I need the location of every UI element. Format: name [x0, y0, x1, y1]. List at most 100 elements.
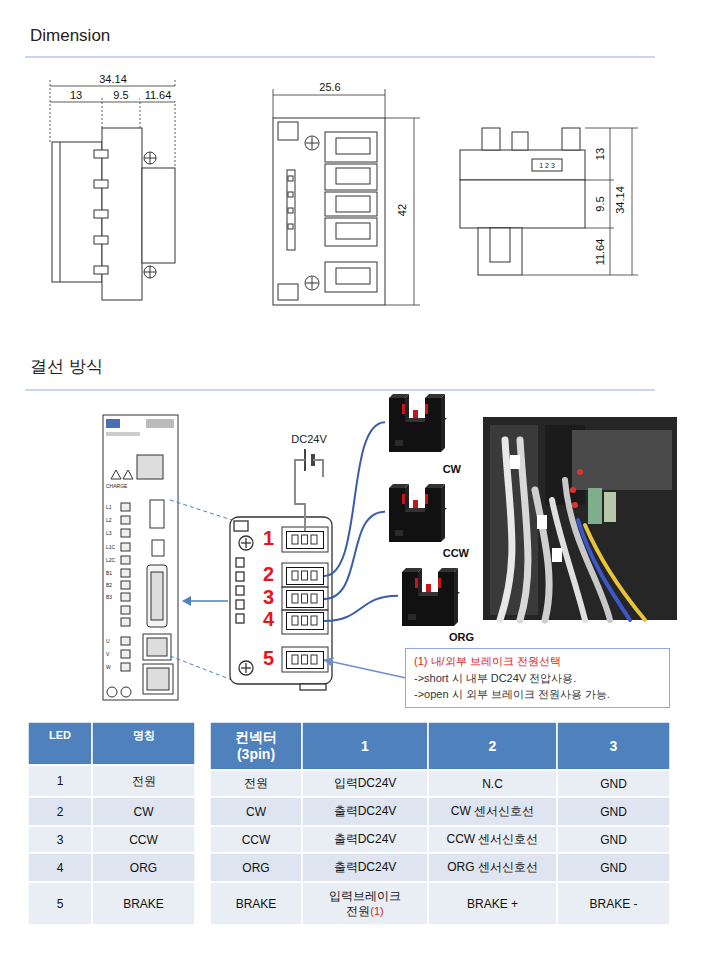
- servo-drive-part: [106, 432, 140, 436]
- label-text: 전원: [132, 773, 156, 790]
- connector-board-part: [245, 538, 246, 548]
- label-text: GND: [600, 861, 627, 875]
- table-cell: [92, 882, 195, 925]
- label-box: GND: [557, 770, 670, 797]
- servo-drive-part-part: [121, 516, 130, 524]
- label-box: ORG: [210, 853, 302, 882]
- node-text: ORG: [449, 631, 474, 644]
- label-box: L2C: [106, 557, 120, 564]
- label-text: 13: [594, 148, 606, 160]
- side-view-drawing-part: [144, 152, 156, 164]
- top-view-drawing-part: [562, 128, 580, 150]
- table-cell: [92, 765, 195, 797]
- drawing-part: [389, 488, 405, 512]
- connector-socket: 4: [286, 612, 324, 630]
- label-text: 9.5: [594, 196, 606, 211]
- servo-drive-part: [147, 668, 169, 690]
- label-text: 컨넥터 (3pin): [235, 729, 277, 762]
- front-view-drawing: [273, 118, 385, 305]
- drawing-part: [292, 571, 298, 580]
- front-view-drawing-part: [305, 136, 319, 150]
- drawing-part: [311, 616, 317, 625]
- label-box: 5: [28, 882, 92, 925]
- table-cell: [28, 826, 92, 853]
- label-text: CW 센서신호선: [451, 803, 534, 820]
- dimension-line-part: [585, 228, 614, 229]
- table-grid: [28, 722, 670, 925]
- label-box: 34.14: [613, 182, 627, 218]
- drawing-part: [302, 616, 308, 625]
- servo-drive-part-part: [121, 543, 130, 551]
- wiring-photo: [483, 417, 677, 620]
- label-box: 전원: [210, 770, 302, 797]
- label-box: 34.14: [93, 72, 133, 85]
- drawing-part: [302, 571, 308, 580]
- drawing-part: [413, 410, 418, 418]
- wiring-photo-part-part: [520, 440, 528, 620]
- dimension-line-part: [50, 86, 175, 87]
- label-text: L1C: [106, 545, 115, 550]
- front-view-drawing-part: [336, 196, 370, 212]
- table-cell: [428, 770, 557, 797]
- connector-board-part: [236, 586, 244, 595]
- drawing-part: [438, 572, 454, 596]
- label-text: (1): [370, 905, 383, 917]
- label-text: 전원: [244, 775, 268, 792]
- drawing-part: [295, 460, 305, 477]
- servo-drive-part-part: [121, 637, 130, 645]
- label-text: BRAKE: [123, 897, 164, 911]
- label-box: 2: [28, 797, 92, 826]
- label-box: CW: [210, 797, 302, 826]
- label-box: N.C: [428, 770, 557, 797]
- label-box: 9.5: [593, 190, 607, 218]
- node-text: ->open 시 외부 브레이크 전원사용 가능.: [414, 686, 661, 703]
- dimension-line-part: [610, 128, 611, 275]
- label-text: ORG: [130, 861, 157, 875]
- servo-drive-part: [152, 540, 164, 556]
- top-view-drawing-part: [532, 159, 562, 171]
- label-text: 13: [70, 89, 82, 101]
- drawing-part: [311, 655, 317, 664]
- side-view-drawing: [52, 128, 175, 300]
- label-text: 3: [610, 738, 618, 754]
- label-box: BRAKE -: [557, 882, 670, 925]
- photo-sensor-art: [385, 392, 447, 458]
- table-cell: [428, 853, 557, 882]
- table-cell: [557, 722, 670, 770]
- front-view-drawing-part: [278, 122, 298, 140]
- label-text: 입력DC24V: [334, 775, 397, 792]
- table-cell: [302, 882, 428, 925]
- photo-sensor-art: [385, 482, 447, 548]
- drawing-part: [395, 440, 403, 446]
- dimension-line-part: [273, 95, 385, 96]
- connector-socket-art: [287, 591, 322, 610]
- servo-drive-part: [137, 455, 163, 479]
- label-text: L2: [106, 518, 112, 523]
- table-cell: [428, 722, 557, 770]
- side-view-drawing-part: [144, 266, 156, 278]
- label-box: 1: [302, 722, 428, 770]
- callout-arrow: [324, 660, 405, 678]
- drawing-part: [302, 594, 308, 603]
- label-box: 컨넥터 (3pin): [210, 722, 302, 770]
- label-text: 42: [396, 204, 408, 216]
- dimension-line-part: [585, 128, 638, 129]
- label-box: 명칭: [92, 724, 195, 746]
- label-text: GND: [600, 805, 627, 819]
- label-box: 1: [28, 765, 92, 797]
- label-text: CW: [134, 805, 154, 819]
- label-box: BRAKE: [92, 882, 195, 925]
- label-text: B1: [106, 571, 112, 576]
- drawing-part: [438, 578, 441, 588]
- servo-drive-part-part: [121, 650, 130, 658]
- front-view-drawing-part: [325, 164, 377, 190]
- label-text: 1: [57, 774, 64, 788]
- servo-drive-part-part: [121, 529, 130, 537]
- drawing-part: [418, 568, 422, 596]
- section-rule-part: [25, 390, 655, 391]
- label-box: B2: [106, 582, 120, 589]
- label-box: 입력브레이크 전원(1): [302, 882, 428, 925]
- label-box: CCW 센서신호선: [428, 826, 557, 853]
- leader-line-part: [170, 500, 232, 520]
